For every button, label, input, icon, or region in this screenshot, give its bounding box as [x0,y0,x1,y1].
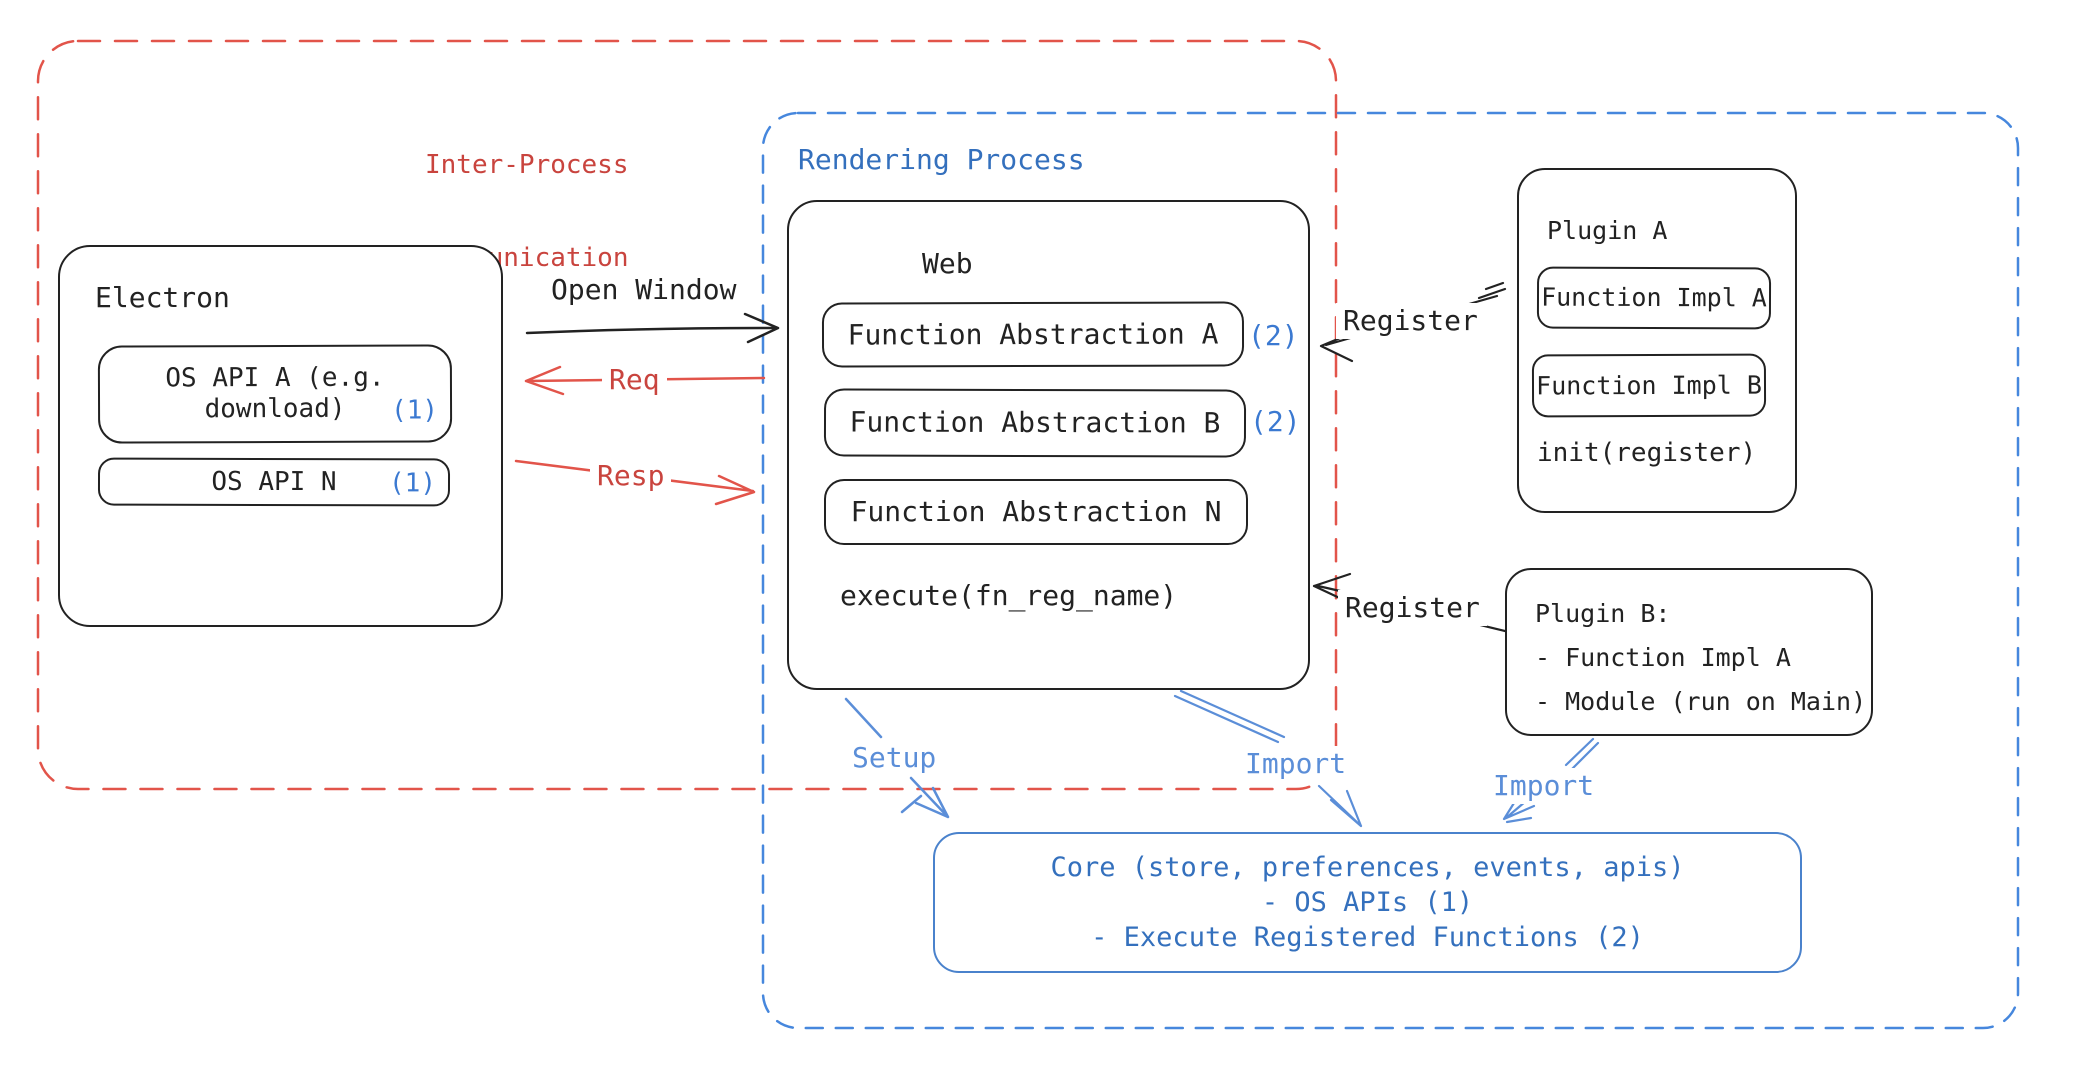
os-api-n-label: OS API N [211,466,337,497]
os-api-a-ref: (1) [391,395,439,426]
electron-title: Electron [95,281,230,314]
setup-label: Setup [845,740,944,776]
plugin-b-title: Plugin B: [1535,599,1671,628]
rendering-region-label: Rendering Process [798,143,1085,176]
function-impl-a-box: Function Impl A [1536,266,1772,330]
fa-b-ref: (2) [1250,405,1301,438]
core-execute-registered: - Execute Registered Functions (2) [1091,922,1644,953]
import-web-label: Import [1238,746,1354,782]
function-abstraction-a-box: Function Abstraction A [821,301,1245,368]
plugin-b-module: - Module (run on Main) [1535,687,1867,716]
os-api-a-label: OS API A (e.g. download) [165,362,385,425]
register-top-label: Register [1336,303,1485,339]
function-impl-b-box: Function Impl B [1531,353,1767,418]
os-api-n-ref: (1) [388,468,437,499]
init-register-label: init(register) [1537,438,1757,468]
web-title: Web [922,247,973,280]
core-box: Core (store, preferences, events, apis) … [933,832,1802,973]
fa-a-ref: (2) [1248,319,1299,352]
open-window-label: Open Window [551,273,737,306]
function-abstraction-b-box: Function Abstraction B [823,388,1247,458]
plugin-b-box: Plugin B: - Function Impl A - Module (ru… [1505,568,1873,736]
core-title: Core (store, preferences, events, apis) [1050,852,1685,883]
function-abstraction-n-box: Function Abstraction N [824,479,1248,545]
plugin-a-title: Plugin A [1547,216,1668,245]
execute-label: execute(fn_reg_name) [840,579,1178,612]
web-box: Web Function Abstraction A Function Abst… [787,200,1310,690]
electron-box: Electron OS API A (e.g. download) (1) OS… [58,245,503,627]
resp-label: Resp [590,458,672,494]
ipc-region-border [36,39,1338,791]
register-bottom-label: Register [1338,590,1487,626]
import-plugin-b-arrow [1502,737,1600,824]
core-os-apis: - OS APIs (1) [1261,887,1474,918]
plugin-b-impl-a: - Function Impl A [1535,643,1791,672]
req-label: Req [602,362,667,398]
open-window-arrow [525,312,780,344]
ipc-region-label-line1: Inter-Process [425,150,629,180]
os-api-n-box: OS API N (1) [97,457,451,507]
rendering-region-border [761,111,2020,1030]
os-api-a-box: OS API A (e.g. download) (1) [97,344,453,444]
setup-arrow [844,697,950,819]
import-web-arrow [1173,689,1363,828]
plugin-a-box: Plugin A Function Impl A Function Impl B… [1517,168,1797,513]
import-plugin-b-label: Import [1486,768,1602,804]
